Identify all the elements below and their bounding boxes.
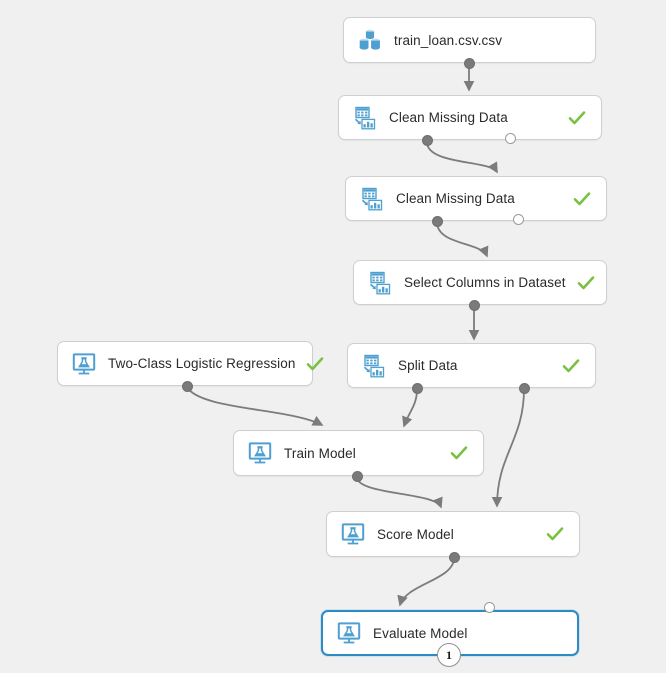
connector-clean-missing-data-2-to-select-columns-in-dataset[interactable] (436, 221, 489, 258)
node-label: Two-Class Logistic Regression (108, 356, 296, 371)
model-monitor-flask-icon (341, 523, 365, 545)
node-clean-missing-data-2[interactable]: Clean Missing Data (345, 176, 607, 221)
status-success-check-icon (562, 358, 580, 372)
node-two-class-logistic-regression[interactable]: Two-Class Logistic Regression (57, 341, 324, 386)
port-output-two-class-logistic-regression-0[interactable] (182, 381, 193, 392)
node-split-data[interactable]: Split Data (347, 343, 596, 388)
port-output-train-model-0[interactable] (352, 471, 363, 482)
status-success-check-icon (307, 356, 324, 370)
port-input-clean-missing-data-2-1[interactable] (513, 214, 524, 225)
model-monitor-flask-icon (337, 622, 361, 644)
model-monitor-flask-icon (248, 442, 272, 464)
connector-split-data-right-to-score-model[interactable] (491, 388, 525, 508)
port-input-evaluate-model-0[interactable] (484, 602, 495, 613)
model-monitor-flask-icon (72, 352, 96, 374)
node-label: train_loan.csv.csv (394, 32, 503, 48)
status-success-check-icon (573, 191, 591, 205)
node-label: Train Model (284, 445, 356, 461)
table-to-chart-icon (361, 187, 383, 210)
port-output-clean-missing-data-2-0[interactable] (432, 216, 443, 227)
status-success-check-icon (450, 446, 468, 460)
table-to-chart-icon (369, 271, 391, 294)
node-label: Clean Missing Data (389, 110, 508, 125)
table-to-chart-icon (354, 106, 376, 129)
port-output-split-data-1[interactable] (519, 383, 530, 394)
node-label: Clean Missing Data (396, 191, 515, 206)
port-output-score-model-0[interactable] (449, 552, 460, 563)
port-output-split-data-0[interactable] (412, 383, 423, 394)
connector-train-model-to-score-model[interactable] (356, 476, 443, 509)
connector-split-data-left-to-train-model[interactable] (402, 388, 418, 428)
node-train-loan-csv[interactable]: train_loan.csv.csv (343, 17, 596, 63)
status-success-check-icon (568, 110, 586, 124)
node-label: Score Model (377, 526, 454, 542)
port-output-train-loan-csv-0[interactable] (464, 58, 475, 69)
node-score-model[interactable]: Score Model (326, 511, 580, 557)
port-output-clean-missing-data-1-0[interactable] (422, 135, 433, 146)
status-success-check-icon (577, 275, 594, 289)
dataset-cylinders-icon (359, 29, 380, 50)
node-label: Select Columns in Dataset (404, 275, 566, 290)
table-to-chart-icon (363, 354, 385, 377)
status-success-check-icon (546, 527, 564, 541)
port-input-clean-missing-data-1-1[interactable] (505, 133, 516, 144)
node-label: Split Data (398, 358, 458, 373)
connector-clean-missing-data-1-to-clean-missing-data-2[interactable] (426, 141, 498, 174)
connector-score-model-to-evaluate-model[interactable] (397, 557, 455, 607)
port-output-select-columns-in-dataset-0[interactable] (469, 300, 480, 311)
node-clean-missing-data-1[interactable]: Clean Missing Data (338, 95, 602, 140)
node-select-columns-in-dataset[interactable]: Select Columns in Dataset (353, 260, 607, 305)
node-badge-evaluate-model[interactable]: 1 (437, 643, 461, 667)
connector-two-class-logistic-regression-to-train-model[interactable] (186, 386, 324, 426)
node-train-model[interactable]: Train Model (233, 430, 484, 476)
node-label: Evaluate Model (373, 625, 468, 641)
